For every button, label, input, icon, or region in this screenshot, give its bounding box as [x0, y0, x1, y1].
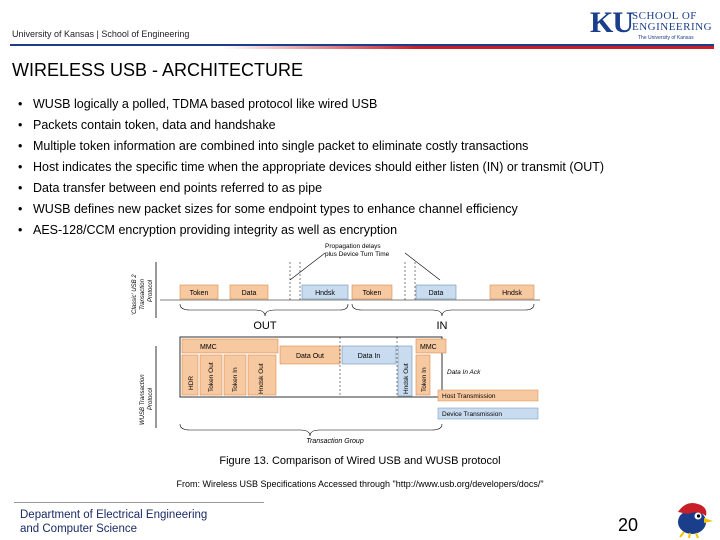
out-label: OUT [253, 320, 277, 332]
wusb-frame [179, 336, 443, 398]
header-rule-red [221, 46, 714, 49]
classic-label-3: Protocol [148, 279, 154, 302]
data-out-label: Data Out [296, 353, 324, 360]
bullet-item: WUSB defines new packet sizes for some e… [18, 199, 604, 220]
in-brace [351, 303, 535, 317]
bullet-item: Data transfer between end points referre… [18, 178, 604, 199]
data-in-label: Data In [358, 353, 381, 360]
department-name: Department of Electrical Engineering and… [20, 508, 207, 536]
logo-line2: ENGINEERING [632, 21, 713, 33]
token-in-right-label: Token In [421, 367, 428, 392]
header-institution: University of Kansas | School of Enginee… [12, 29, 190, 39]
protocol-diagram: 'Classic' USB 2 Transaction Protocol WUS… [132, 243, 540, 445]
out-brace [179, 303, 349, 317]
packet-hndsk-1 [301, 284, 349, 300]
mmc-right-box [415, 338, 447, 354]
classic-packets: Token Data Hndsk Token Data Hndsk [179, 284, 535, 300]
logo-line1: SCHOOL OF [632, 10, 697, 22]
legend-host-label: Host Transmission [442, 393, 496, 400]
packet-token-1 [179, 284, 219, 300]
slide-title: WIRELESS USB - ARCHITECTURE [12, 60, 304, 80]
propagation-arrow-right [404, 252, 441, 281]
wusb-label: WUSB Transaction Protocol [140, 374, 154, 425]
bullet-item: WUSB logically a polled, TDMA based prot… [18, 94, 604, 115]
legend-host-swatch [437, 389, 539, 402]
packet-token-1-label: Token [190, 290, 209, 297]
hndsk-out-right-box [397, 345, 413, 397]
hndsk-out-right-label: Hndsk Out [403, 363, 410, 394]
footer-divider [14, 502, 264, 503]
logo-ku-text: KU [590, 6, 634, 39]
bullet-item: AES-128/CCM encryption providing integri… [18, 220, 604, 241]
dept-line-2: and Computer Science [20, 523, 137, 535]
packet-data-2 [415, 284, 457, 300]
propagation-arrow-left [289, 252, 326, 281]
propagation-label-2: plus Device Turn Time [325, 251, 390, 258]
packet-token-2-label: Token [363, 290, 382, 297]
jayhawk-mascot-icon [678, 503, 713, 538]
page-number: 20 [618, 515, 639, 535]
wusb-label-1: WUSB Transaction [140, 374, 146, 425]
header-rule [10, 44, 714, 49]
dept-line-1: Department of Electrical Engineering [20, 509, 208, 521]
packet-data-1 [229, 284, 269, 300]
sub-label-token-out: Token Out [208, 362, 215, 392]
sub-label-hdr: HDR [188, 376, 195, 390]
classic-usb-label: 'Classic' USB 2 Transaction Protocol [132, 274, 154, 315]
packet-data-2-label: Data [429, 290, 444, 297]
legend-device-label: Device Transmission [442, 411, 502, 418]
transaction-group-label: Transaction Group [306, 438, 364, 445]
bullet-item: Host indicates the specific time when th… [18, 157, 604, 178]
timing-ticks [339, 337, 398, 397]
bullet-item: Multiple token information are combined … [18, 136, 604, 157]
packet-hndsk-2-label: Hndsk [502, 290, 522, 297]
legend-device-swatch [437, 407, 539, 420]
logo-subtitle: The University of Kansas [638, 35, 694, 41]
propagation-label-1: Propagation delays [325, 243, 381, 250]
mmc-left-box [181, 338, 279, 354]
mmc-right-label: MMC [420, 344, 437, 351]
token-in-right-box [415, 354, 431, 396]
bullet-list: WUSB logically a polled, TDMA based prot… [18, 94, 604, 241]
figure-caption: Figure 13. Comparison of Wired USB and W… [219, 455, 501, 467]
wusb-label-2: Protocol [148, 387, 154, 410]
data-in-ack-label: Data In Ack [447, 369, 481, 376]
mmc-left-label: MMC [200, 344, 217, 351]
packet-hndsk-1-label: Hndsk [315, 290, 335, 297]
bullet-item: Packets contain token, data and handshak… [18, 115, 604, 136]
header-rule-blue [10, 44, 714, 46]
ku-logo: KU SCHOOL OF ENGINEERING The University … [590, 8, 715, 42]
sub-label-token-in: Token In [232, 367, 239, 392]
classic-label-2: Transaction [140, 278, 146, 310]
data-in-box [341, 345, 397, 365]
sub-label-hndsk-out: Hndsk Out [258, 363, 265, 394]
mmc-subfields: HDR Token Out Token In Hndsk Out [181, 354, 277, 396]
in-label: IN [437, 320, 448, 332]
transaction-group-brace [179, 423, 443, 437]
packet-token-2 [351, 284, 393, 300]
figure-source: From: Wireless USB Specifications Access… [176, 479, 544, 489]
packet-data-1-label: Data [242, 290, 257, 297]
packet-hndsk-2 [489, 284, 535, 300]
classic-label-1: 'Classic' USB 2 [132, 274, 138, 315]
